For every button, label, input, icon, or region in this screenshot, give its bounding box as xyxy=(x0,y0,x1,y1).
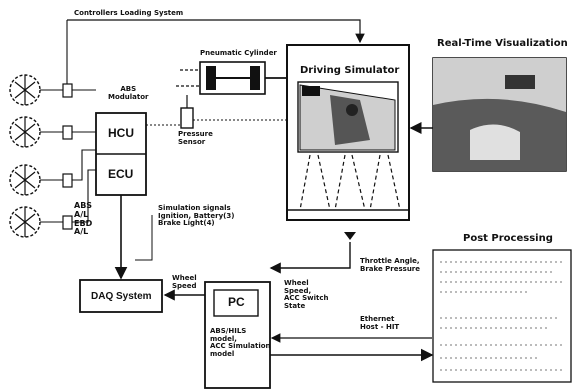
controllers-line-label: Controllers Loading System xyxy=(74,10,183,18)
daq-wheel-speed-label: Wheel Speed xyxy=(172,275,197,290)
post-processing-document xyxy=(433,250,571,382)
driving-simulator-title: Driving Simulator xyxy=(300,65,399,76)
pressure-sensor-icon xyxy=(181,108,193,128)
input-arrow-icon xyxy=(344,232,356,240)
ethernet-label: Ethernet Host - HIT xyxy=(360,316,399,331)
sensor-box-4 xyxy=(63,216,72,229)
pneumatic-cylinder-icon xyxy=(176,62,297,94)
abs-group-label: ABS A/L EBD A/L xyxy=(74,202,92,237)
throttle-label: Throttle Angle, Brake Pressure xyxy=(360,258,420,273)
wheel-icon-1 xyxy=(10,75,40,105)
sensor-box-1 xyxy=(63,84,72,97)
pc-wheel-speed-label: Wheel Speed, ACC Switch State xyxy=(284,280,329,311)
controllers-line xyxy=(67,20,360,42)
abs-modulator-label: ABS Modulator xyxy=(108,86,149,101)
ecu-label: ECU xyxy=(108,168,133,181)
pneumatic-cylinder-label: Pneumatic Cylinder xyxy=(200,50,277,58)
hcu-label: HCU xyxy=(108,127,134,140)
realtime-visualization-label: Real-Time Visualization xyxy=(437,38,568,49)
pressure-sensor-label: Pressure Sensor xyxy=(178,131,213,146)
pc-label: PC xyxy=(228,296,245,309)
post-processing-label: Post Processing xyxy=(463,233,553,244)
sensor-box-3 xyxy=(63,174,72,187)
pc-model-label: ABS/HILS model, ACC Simulation model xyxy=(210,328,271,359)
daq-label: DAQ System xyxy=(91,291,152,302)
sensor-box-2 xyxy=(63,126,72,139)
wheel-icon-4 xyxy=(10,207,40,237)
visualization-photo xyxy=(433,58,566,171)
wheel-icon-3 xyxy=(10,165,40,195)
wheel-icon-2 xyxy=(10,117,40,147)
simulation-signals-label: Simulation signals Ignition, Battery(3) … xyxy=(158,205,234,228)
